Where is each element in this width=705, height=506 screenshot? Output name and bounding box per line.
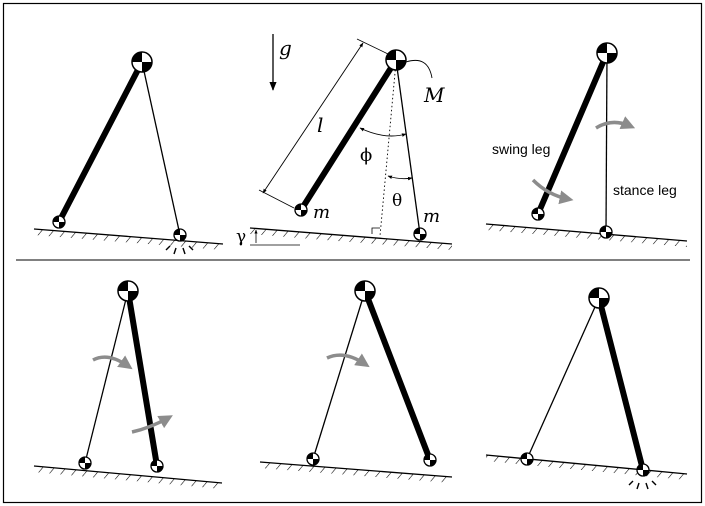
swing-arrow-icon <box>595 116 636 130</box>
stance-leg <box>526 297 600 460</box>
foot-mass-right-label: m <box>423 206 440 227</box>
foot-mass-icon <box>531 207 545 221</box>
foot-mass-icon <box>520 452 534 466</box>
swing-leg <box>362 288 433 463</box>
length-dimension <box>262 42 364 194</box>
hip-mass-icon <box>385 49 407 71</box>
hip-mass-label: M <box>423 83 445 107</box>
right-angle-marker <box>371 227 380 234</box>
foot-mass-icon <box>52 215 66 229</box>
foot-mass-icon <box>150 459 164 473</box>
theta-arc <box>387 175 413 181</box>
foot-mass-icon <box>423 453 437 467</box>
foot-mass-icon <box>78 456 92 470</box>
ground-hatch-icon <box>249 227 453 250</box>
gravity-label: g <box>279 36 292 60</box>
impact-icon <box>628 480 657 490</box>
swing-leg <box>596 295 646 473</box>
vertical-reference <box>379 61 397 237</box>
foot-mass-icon <box>413 227 427 241</box>
length-extension-bottom <box>258 189 295 209</box>
foot-mass-icon <box>306 452 320 466</box>
swing-leg-label: swing leg <box>492 141 550 157</box>
swing-leg <box>125 288 160 469</box>
swing-arrow-icon <box>131 415 173 434</box>
panel-4 <box>33 280 223 489</box>
foot-mass-left-label: m <box>313 202 330 223</box>
theta-label: θ <box>392 191 402 211</box>
stance-leg <box>605 52 608 233</box>
hip-mass-leader <box>405 59 433 79</box>
ground-hatch-icon <box>33 228 224 250</box>
ground-hatch-icon <box>485 454 688 480</box>
stance-leg <box>141 61 181 236</box>
foot-mass-icon <box>599 225 613 239</box>
swing-leg <box>298 57 399 213</box>
stance-leg <box>312 290 366 460</box>
phi-label: ϕ <box>360 145 372 166</box>
panel-5 <box>259 280 453 483</box>
stance-leg <box>84 290 129 464</box>
swing-arrow-icon <box>531 178 574 205</box>
hip-mass-icon <box>596 42 618 64</box>
hip-mass-icon <box>117 280 139 302</box>
length-extension-top <box>356 38 389 55</box>
panel-1 <box>33 51 224 255</box>
slope-label: γ <box>236 227 246 247</box>
hip-mass-icon <box>354 280 376 302</box>
swing-arrow-icon <box>92 355 133 370</box>
swing-leg <box>56 59 145 225</box>
impact-icon <box>165 245 194 255</box>
foot-mass-icon <box>636 463 650 477</box>
panel-3: swing leg stance leg <box>485 42 688 247</box>
stance-leg <box>395 59 421 235</box>
length-label: l <box>317 113 323 137</box>
swing-arrow-icon <box>326 353 370 368</box>
panel-2: g M l ϕ θ m m γ <box>236 34 453 250</box>
hip-mass-icon <box>588 287 610 309</box>
foot-mass-icon <box>294 203 308 217</box>
panel-6 <box>485 287 688 490</box>
stance-leg-label: stance leg <box>613 182 677 198</box>
foot-mass-icon <box>173 228 187 242</box>
ground-hatch-icon <box>259 461 453 483</box>
ground-hatch-icon <box>33 465 223 489</box>
ground-hatch-icon <box>485 223 688 247</box>
swing-leg <box>535 50 610 217</box>
hip-mass-icon <box>131 51 153 73</box>
phi-arc <box>359 127 407 137</box>
